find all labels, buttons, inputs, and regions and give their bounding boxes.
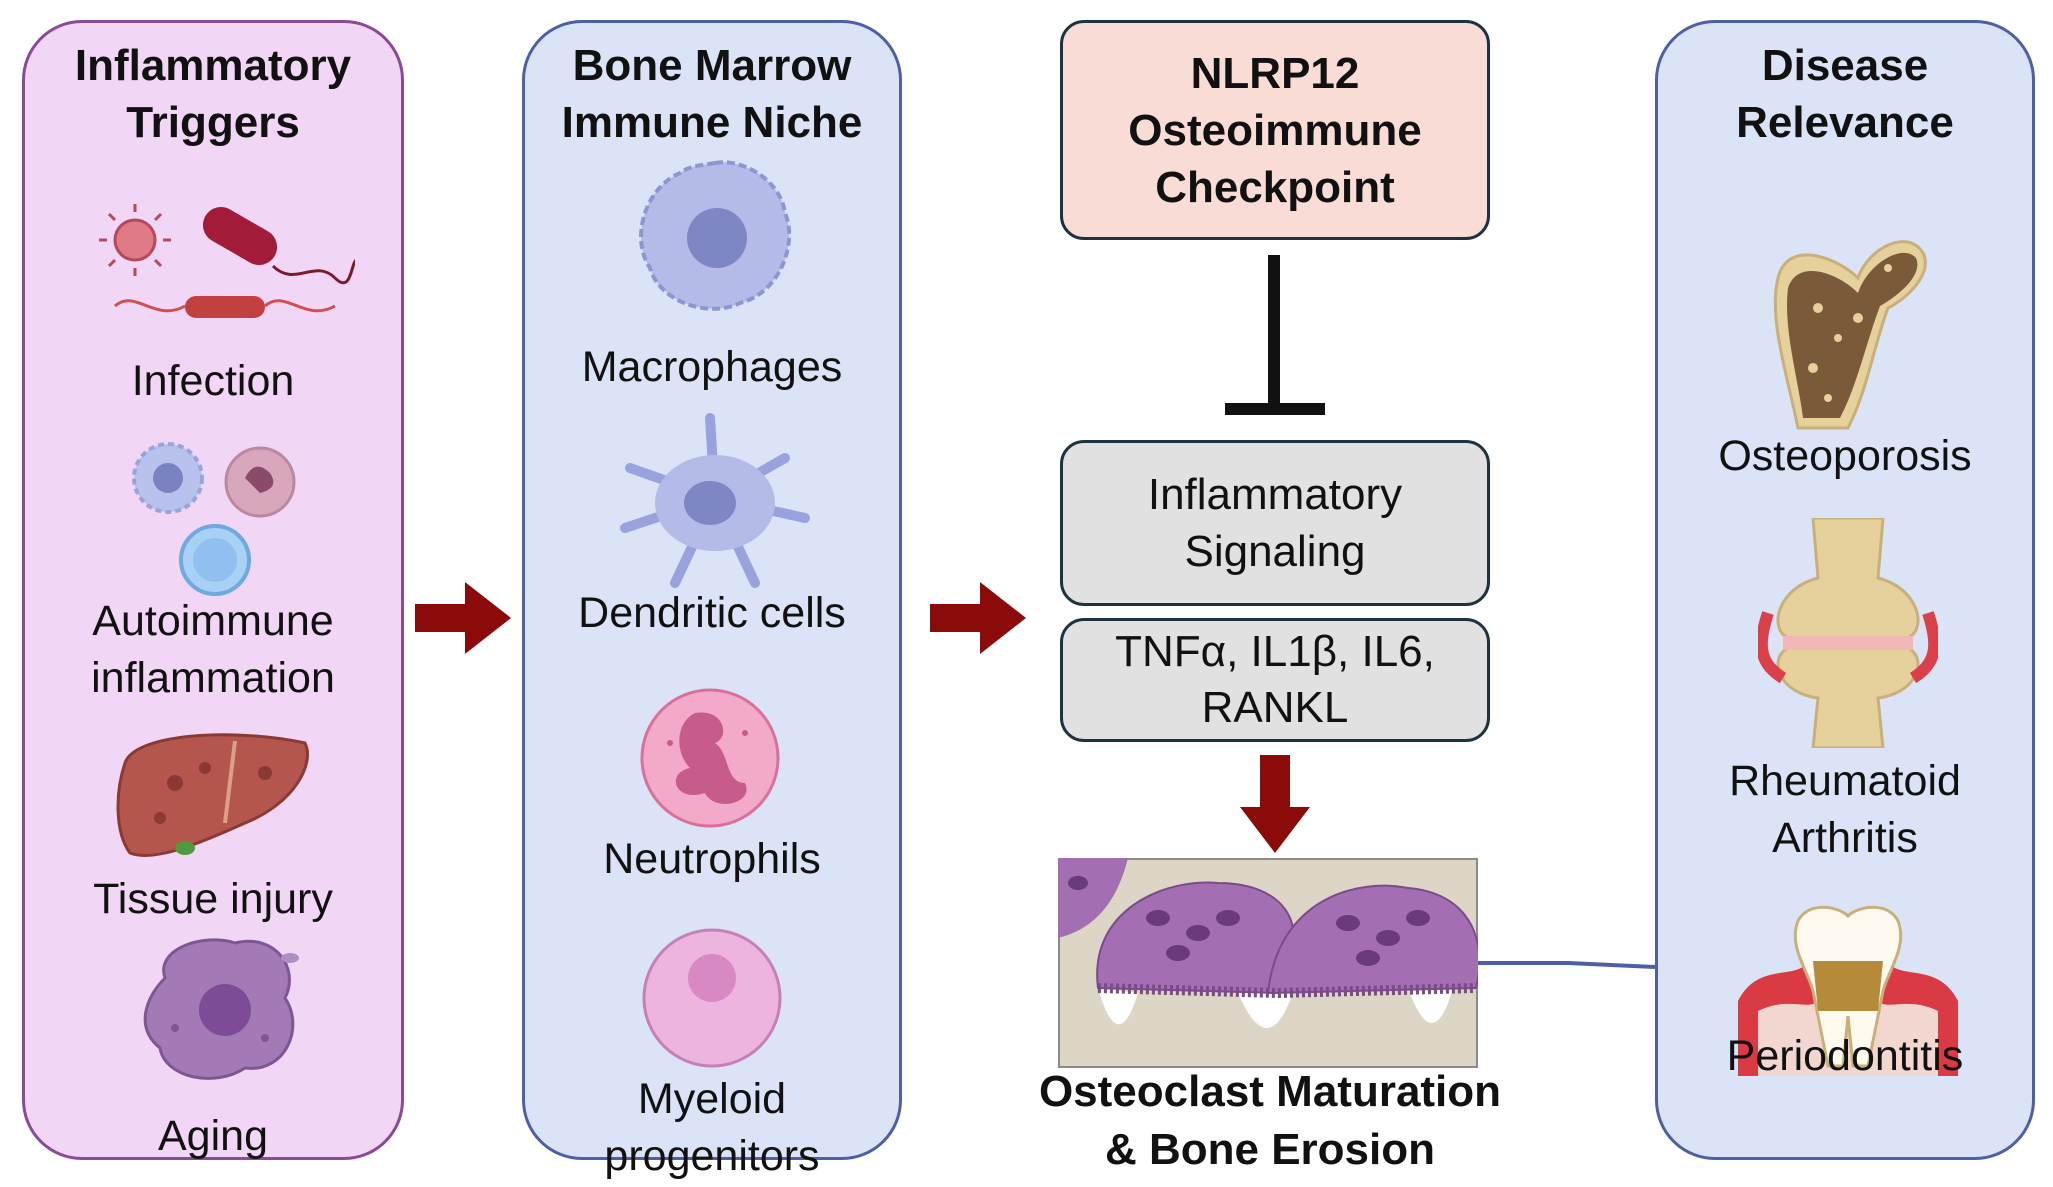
cytokines-box: TNFα, IL1β, IL6, RANKL xyxy=(1060,618,1490,742)
neutrophil-icon xyxy=(640,688,780,828)
inhibition-bar-icon xyxy=(1225,255,1325,415)
triggers-title: Inflammatory Triggers xyxy=(74,41,352,147)
niche-label-macrophages: Macrophages xyxy=(581,343,843,391)
liver-icon xyxy=(116,733,309,857)
niche-label-myeloid-progenitors: Myeloid progenitors xyxy=(604,1075,820,1180)
nlrp12-checkpoint-box: NLRP12 Osteoimmune Checkpoint xyxy=(1060,20,1490,240)
femur-bone-icon xyxy=(1773,240,1927,430)
arrow-niche-to-signaling xyxy=(930,582,1026,654)
niche-title: Bone Marrow Immune Niche xyxy=(561,41,863,147)
osteoclast-bone-erosion-image xyxy=(1058,858,1478,1068)
inflammatory-triggers-panel: Inflammatory Triggers Infection Autoimmu… xyxy=(22,20,404,1160)
disease-label-osteoporosis: Osteoporosis xyxy=(1718,432,1972,480)
trigger-label-autoimmune: Autoimmune inflammation xyxy=(91,597,335,702)
disease-title: Disease Relevance xyxy=(1736,41,1954,147)
immune-cells-icon xyxy=(132,442,296,596)
disease-label-periodontitis: Periodontitis xyxy=(1726,1032,1964,1080)
senescent-cell-icon xyxy=(143,938,299,1080)
arthritic-joint-icon xyxy=(1758,518,1938,748)
trigger-label-aging: Aging xyxy=(158,1112,268,1160)
bone-marrow-niche-panel: Bone Marrow Immune Niche Macrophages Den… xyxy=(522,20,902,1180)
trigger-label-tissue-injury: Tissue injury xyxy=(93,875,333,923)
trigger-label-infection: Infection xyxy=(131,357,295,405)
dendritic-cell-icon xyxy=(620,413,810,588)
osteoclast-outcome-title: Osteoclast Maturation & Bone Erosion xyxy=(1038,1067,1502,1174)
disease-label-rheumatoid-arthritis: Rheumatoid Arthritis xyxy=(1729,757,1961,862)
tooth-gum-icon xyxy=(1738,905,1958,1076)
connector-line xyxy=(1478,961,1657,969)
niche-label-dendritic: Dendritic cells xyxy=(578,589,846,637)
niche-label-neutrophils: Neutrophils xyxy=(603,835,821,883)
arrow-down-to-osteoclast xyxy=(1240,755,1310,853)
macrophage-icon xyxy=(639,160,792,311)
arrow-triggers-to-niche xyxy=(415,582,511,654)
myeloid-progenitor-icon xyxy=(642,928,782,1068)
bacteria-virus-icon xyxy=(99,204,355,318)
disease-relevance-panel: Disease Relevance Osteoporosis Rheumatoi… xyxy=(1655,20,2035,1160)
inflammatory-signaling-box: Inflammatory Signaling xyxy=(1060,440,1490,606)
